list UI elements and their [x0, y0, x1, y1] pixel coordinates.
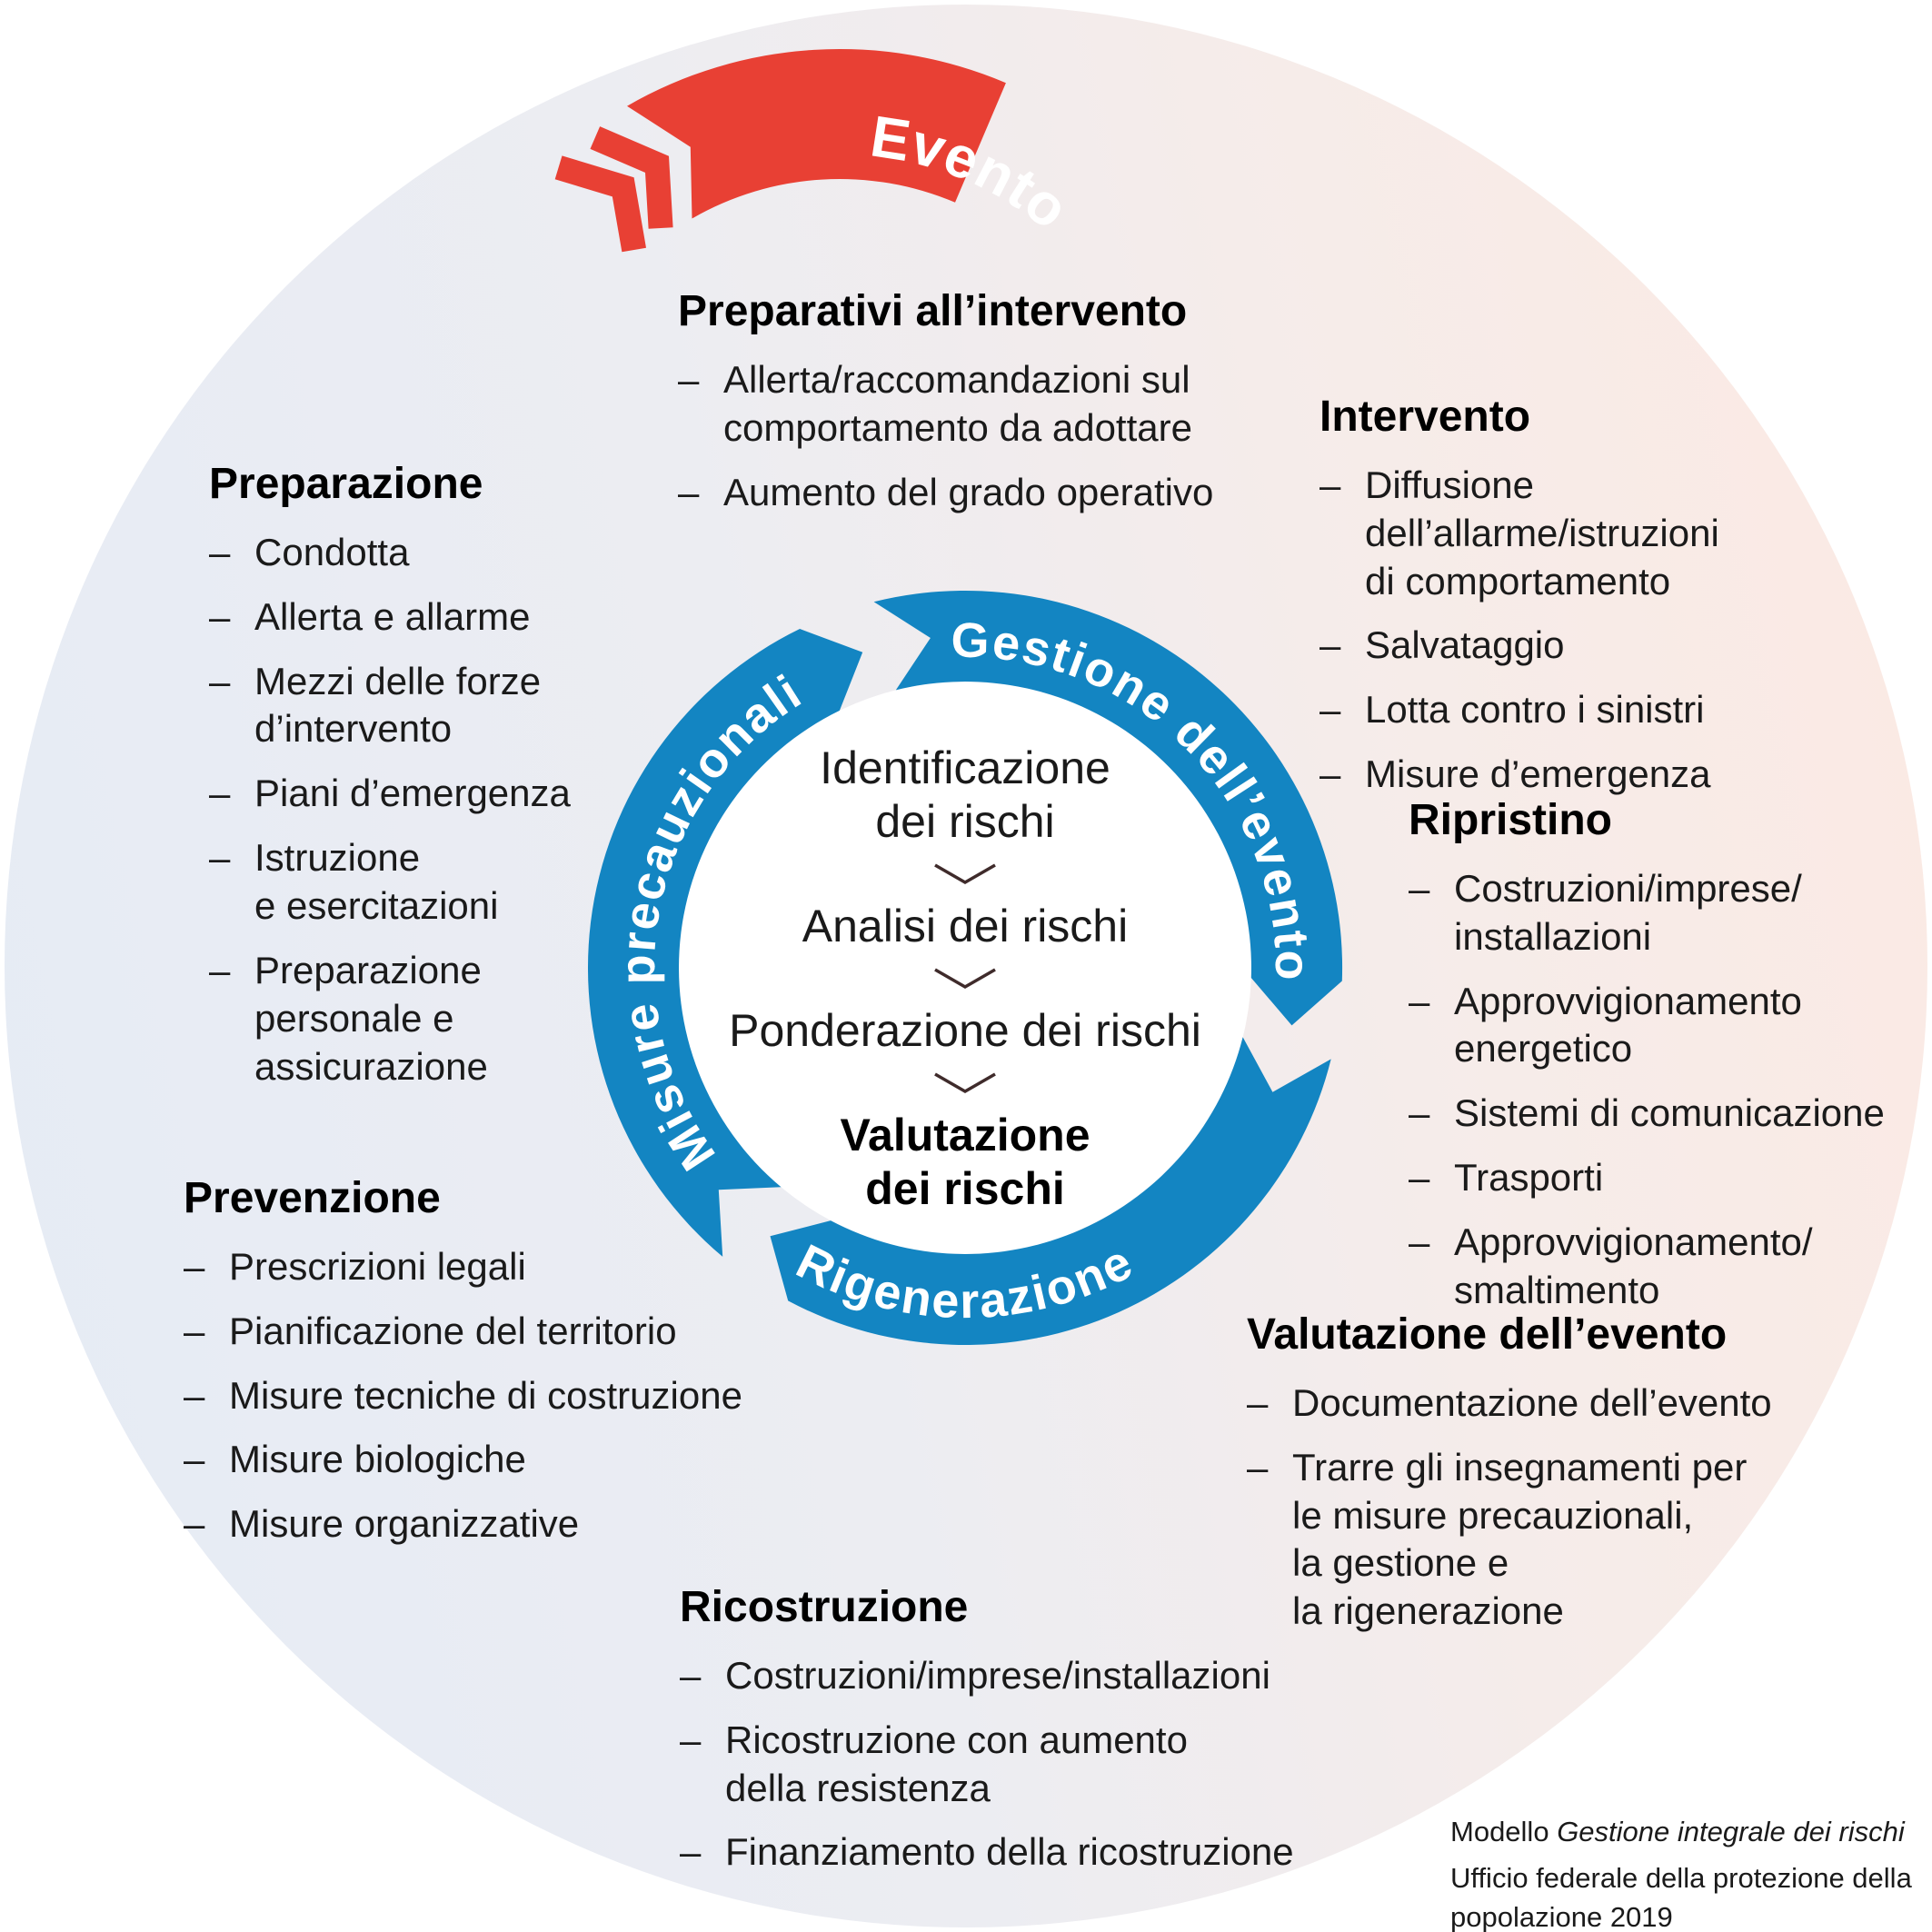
dash-bullet: –: [209, 530, 231, 573]
block-title: Ripristino: [1409, 796, 1612, 844]
list-item: –Istruzione e esercitazioni: [209, 834, 645, 931]
ring-segment-rigenerazione: [770, 1037, 1331, 1345]
block-intervento: Intervento –Diffusione dell’allarme/istr…: [1320, 393, 1865, 815]
list-item: –Misure tecniche di costruzione: [184, 1372, 802, 1420]
banner-arc: [627, 48, 1006, 219]
risk-cycle-ring: Gestione dell’evento Misure precauzional…: [587, 590, 1343, 1345]
down-chevron-icon: [934, 1072, 996, 1094]
list-item: –Trasporti: [1409, 1154, 1932, 1202]
caption-model-name: Gestione integrale dei rischi: [1557, 1816, 1905, 1847]
dash-bullet: –: [1320, 688, 1341, 732]
banner-chevron-icon: [590, 126, 673, 229]
dash-bullet: –: [184, 1244, 205, 1288]
dash-bullet: –: [209, 594, 231, 638]
block-prevenzione: Prevenzione –Prescrizioni legali –Pianif…: [184, 1174, 802, 1565]
list-item: –Condotta: [209, 529, 645, 577]
block-title: Preparazione: [209, 460, 483, 508]
list-item: –Misure organizzative: [184, 1500, 802, 1549]
list-item: –Sistemi di comunicazione: [1409, 1090, 1932, 1138]
risk-step-ponderazione: Ponderazione dei rischi: [729, 1005, 1201, 1056]
dash-bullet: –: [680, 1830, 702, 1874]
list-item: –Allerta/raccomandazioni sul comportamen…: [678, 356, 1278, 453]
list-item: –Aumento del grado operativo: [678, 469, 1278, 517]
risk-steps: Identificazione dei rischi Analisi dei r…: [683, 742, 1247, 1216]
ring-segment-misure: [587, 629, 863, 1257]
dash-bullet: –: [678, 357, 700, 401]
dash-bullet: –: [680, 1653, 702, 1697]
dash-bullet: –: [1409, 979, 1430, 1022]
ring-inner-circle: [679, 682, 1251, 1254]
risk-step-identificazione: Identificazione dei rischi: [820, 742, 1110, 847]
block-list: –Costruzioni/imprese/installazioni –Rico…: [680, 1652, 1334, 1877]
block-list: –Allerta/raccomandazioni sul comportamen…: [678, 356, 1278, 517]
list-item: –Piani d’emergenza: [209, 770, 645, 818]
dash-bullet: –: [184, 1502, 205, 1546]
list-item: –Finanziamento della ricostruzione: [680, 1828, 1334, 1877]
block-ripristino: Ripristino –Costruzioni/imprese/ install…: [1409, 796, 1932, 1331]
dash-bullet: –: [209, 949, 231, 992]
dash-bullet: –: [184, 1438, 205, 1481]
list-item: –Approvvigionamento energetico: [1409, 978, 1932, 1074]
list-item: –Costruzioni/imprese/ installazioni: [1409, 865, 1932, 961]
dash-bullet: –: [1320, 752, 1341, 796]
list-item: –Preparazione personale e assicurazione: [209, 947, 645, 1091]
list-item: –Pianificazione del territorio: [184, 1308, 802, 1356]
list-item: –Ricostruzione con aumento della resiste…: [680, 1717, 1334, 1813]
caption-model-line: Modello Gestione integrale dei rischi: [1450, 1813, 1932, 1852]
list-item: –Misure d’emergenza: [1320, 751, 1865, 799]
dash-bullet: –: [184, 1373, 205, 1417]
list-item: –Prescrizioni legali: [184, 1243, 802, 1291]
dash-bullet: –: [1409, 1156, 1430, 1200]
dash-bullet: –: [680, 1718, 702, 1761]
list-item: –Salvataggio: [1320, 622, 1865, 670]
block-title: Valutazione dell’evento: [1247, 1310, 1728, 1359]
block-title: Ricostruzione: [680, 1583, 969, 1631]
dash-bullet: –: [184, 1309, 205, 1352]
block-valutazione-evento: Valutazione dell’evento –Documentazione …: [1247, 1310, 1847, 1652]
dash-bullet: –: [209, 772, 231, 815]
list-item: –Trarre gli insegnamenti per le misure p…: [1247, 1444, 1847, 1637]
list-item: –Mezzi delle forze d’intervento: [209, 658, 645, 754]
dash-bullet: –: [1409, 1220, 1430, 1264]
block-list: –Condotta –Allerta e allarme –Mezzi dell…: [209, 529, 645, 1091]
block-list: –Costruzioni/imprese/ installazioni –App…: [1409, 865, 1932, 1315]
risk-step-valutazione: Valutazione dei rischi: [840, 1110, 1090, 1214]
dash-bullet: –: [1247, 1380, 1269, 1424]
block-preparativi: Preparativi all’intervento –Allerta/racc…: [678, 287, 1278, 533]
dash-bullet: –: [1409, 1091, 1430, 1135]
banner-chevron-icon: [554, 155, 647, 253]
source-caption: Modello Gestione integrale dei rischi Uf…: [1450, 1813, 1932, 1932]
list-item: –Allerta e allarme: [209, 593, 645, 642]
list-item: –Documentazione dell’evento: [1247, 1379, 1847, 1428]
block-list: –Diffusione dell’allarme/istruzioni di c…: [1320, 462, 1865, 799]
block-title: Preparativi all’intervento: [678, 287, 1188, 335]
dash-bullet: –: [209, 836, 231, 880]
block-preparazione: Preparazione –Condotta –Allerta e allarm…: [209, 460, 645, 1108]
block-ricostruzione: Ricostruzione –Costruzioni/imprese/insta…: [680, 1583, 1334, 1893]
list-item: –Costruzioni/imprese/installazioni: [680, 1652, 1334, 1700]
dash-bullet: –: [678, 470, 700, 513]
dash-bullet: –: [209, 659, 231, 702]
event-banner: Evento: [554, 48, 1081, 253]
block-title: Prevenzione: [184, 1174, 441, 1222]
caption-source-line: Ufficio federale della protezione della …: [1450, 1861, 1912, 1932]
caption-prefix: Modello: [1450, 1816, 1558, 1847]
dash-bullet: –: [1409, 866, 1430, 910]
list-item: –Diffusione dell’allarme/istruzioni di c…: [1320, 462, 1865, 606]
block-list: –Prescrizioni legali –Pianificazione del…: [184, 1243, 802, 1549]
dash-bullet: –: [1247, 1445, 1269, 1489]
dash-bullet: –: [1320, 623, 1341, 667]
ring-segment-gestione: [873, 590, 1343, 1026]
block-list: –Documentazione dell’evento –Trarre gli …: [1247, 1379, 1847, 1637]
block-title: Intervento: [1320, 393, 1531, 441]
risk-step-analisi: Analisi dei rischi: [802, 901, 1129, 951]
dash-bullet: –: [1320, 463, 1341, 506]
list-item: –Approvvigionamento/ smaltimento: [1409, 1219, 1932, 1315]
list-item: –Misure biologiche: [184, 1436, 802, 1484]
down-chevron-icon: [934, 863, 996, 885]
down-chevron-icon: [934, 968, 996, 990]
list-item: –Lotta contro i sinistri: [1320, 686, 1865, 734]
